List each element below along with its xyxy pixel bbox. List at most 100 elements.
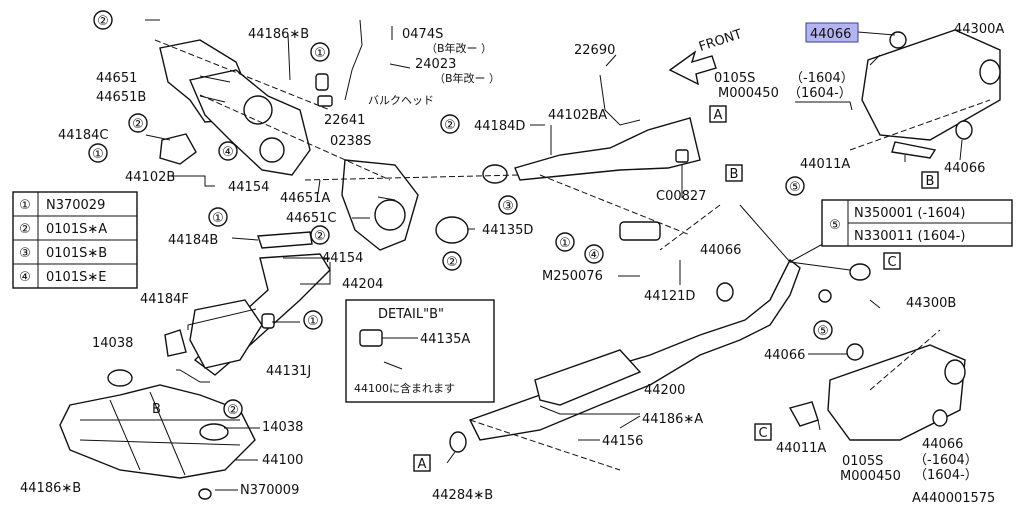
turbo-flange — [374, 199, 406, 231]
legend-value: N330011 (1604-) — [854, 229, 965, 244]
callout-44135D[interactable]: 44135D — [482, 223, 533, 238]
muffler-a-tip — [979, 59, 1001, 85]
ref-circles: ② ① ② ① ④ ② ① ② ③ ② ① ④ ① ② ⑤ ⑤ ③ — [88, 10, 833, 419]
clamp-44135D — [435, 216, 469, 244]
detail-part-label[interactable]: 44135A — [420, 332, 470, 347]
callout-44066[interactable]: 44066 — [764, 348, 805, 363]
callout-44011A[interactable]: 44011A — [776, 441, 826, 456]
callout-44131J[interactable]: 44131J — [266, 364, 311, 379]
callout-44011A[interactable]: 44011A — [800, 157, 850, 172]
muffler-44300B — [827, 344, 966, 441]
callout-44066[interactable]: 44066 — [944, 161, 985, 176]
ref-circle-5: ⑤ — [785, 176, 805, 196]
callout-44186B[interactable]: 44186∗B — [248, 27, 309, 42]
callout-44300A[interactable]: 44300A — [954, 22, 1004, 37]
callout-note-1604: （1604-） — [788, 86, 852, 101]
svg-text:A: A — [714, 108, 723, 123]
ref-box-A: A — [709, 105, 727, 123]
callout-44066[interactable]: 44066 — [922, 437, 963, 452]
callout-44154[interactable]: 44154 — [322, 251, 363, 266]
callout-44184B[interactable]: 44184B — [168, 233, 218, 248]
callout-44200[interactable]: 44200 — [644, 383, 685, 398]
callout-44184F[interactable]: 44184F — [140, 292, 189, 307]
nut-part — [261, 313, 275, 329]
ref-box-B: B — [921, 171, 939, 189]
legend-table-right: ⑤ N350001 (-1604) N330011 (1604-) — [821, 199, 1013, 247]
svg-text:②: ② — [132, 117, 144, 132]
svg-text:A: A — [418, 457, 427, 472]
callout-44156[interactable]: 44156 — [602, 434, 643, 449]
callout-44284B[interactable]: 44284∗B — [432, 488, 493, 503]
ref-circle-2: ② — [440, 114, 460, 134]
callout-14038[interactable]: 14038 — [92, 336, 133, 351]
callout-note-1604: （-1604） — [790, 71, 854, 86]
gasket-44011A-a — [891, 141, 937, 159]
callout-0474S[interactable]: 0474S — [402, 27, 443, 42]
callout-M000450[interactable]: M000450 — [840, 469, 901, 484]
ref-circle-1: ① — [303, 310, 323, 330]
callout-44204[interactable]: 44204 — [342, 277, 383, 292]
callout-M000450[interactable]: M000450 — [718, 86, 779, 101]
front-label: FRONT — [697, 27, 744, 55]
svg-text:B: B — [926, 174, 935, 189]
svg-text:①: ① — [307, 314, 319, 329]
sensor-22641-wire — [344, 19, 363, 101]
svg-text:44066: 44066 — [810, 27, 851, 42]
legend-table-left: ① N370029 ② 0101S∗A ③ 0101S∗B ④ 0101S∗E — [12, 191, 138, 289]
ref-box-C: C — [883, 252, 901, 270]
ref-letter-boxes: A B B C C A B — [152, 105, 939, 472]
detail-note: 44100に含まれます — [354, 381, 455, 395]
callout-44186B[interactable]: 44186∗B — [20, 481, 81, 496]
legend-value: 0101S∗A — [46, 222, 107, 237]
gasket-14038-b — [199, 423, 229, 441]
heat-shield-44131J — [189, 299, 263, 369]
gasket-14038-a — [107, 369, 133, 387]
callout-44121D[interactable]: 44121D — [644, 289, 695, 304]
callout-44651B[interactable]: 44651B — [96, 90, 146, 105]
gasket-44284B — [449, 431, 467, 453]
callout-44651[interactable]: 44651 — [96, 71, 137, 86]
highlighted-part-44066[interactable]: 44066 — [805, 22, 859, 43]
manifold-flange-2 — [259, 137, 285, 163]
ref-circle-5: ⑤ — [813, 320, 833, 340]
legend-value: N370029 — [46, 198, 105, 213]
callout-14038[interactable]: 14038 — [262, 420, 303, 435]
callout-note: （B年改ー ） — [426, 41, 492, 55]
callout-44102B[interactable]: 44102B — [125, 170, 175, 185]
callout-44184C[interactable]: 44184C — [58, 128, 108, 143]
legend-value: 0101S∗B — [46, 246, 107, 261]
callout-44184D[interactable]: 44184D — [474, 119, 525, 134]
detail-b-box: DETAIL"B" 44135A 44100に含まれます — [345, 299, 495, 403]
ref-circle-2: ② — [310, 225, 330, 245]
gasket-44184D — [482, 164, 508, 184]
callout-44651A[interactable]: 44651A — [280, 191, 330, 206]
callout-N370009[interactable]: N370009 — [240, 483, 299, 498]
callout-44100[interactable]: 44100 — [262, 453, 303, 468]
callout-C00827[interactable]: C00827 — [656, 189, 706, 204]
callout-44186A[interactable]: 44186∗A — [642, 412, 703, 427]
legend-value: N350001 (-1604) — [854, 206, 965, 221]
svg-text:②: ② — [314, 229, 326, 244]
muffler-b-tip — [944, 359, 966, 385]
svg-text:C: C — [758, 426, 767, 441]
svg-text:②: ② — [444, 118, 456, 133]
callout-44066[interactable]: 44066 — [700, 243, 741, 258]
callout-24023[interactable]: 24023 — [415, 57, 456, 72]
callout-M250076[interactable]: M250076 — [542, 269, 603, 284]
legend-value: 0101S∗E — [46, 270, 106, 285]
callout-44651C[interactable]: 44651C — [286, 211, 336, 226]
callout-0238S[interactable]: 0238S — [330, 134, 371, 149]
callout-0105S[interactable]: 0105S — [842, 454, 883, 469]
svg-text:⑤: ⑤ — [789, 180, 801, 195]
callout-44154[interactable]: 44154 — [228, 180, 269, 195]
callout-22690[interactable]: 22690 — [574, 43, 615, 58]
catalyst-44102BA — [514, 117, 701, 181]
callout-22641[interactable]: 22641 — [324, 113, 365, 128]
callout-44300B[interactable]: 44300B — [906, 296, 956, 311]
ref-circle-1: ① — [208, 207, 228, 227]
callout-0105S[interactable]: 0105S — [714, 71, 755, 86]
svg-text:②: ② — [227, 403, 239, 418]
callout-44102BA[interactable]: 44102BA — [548, 108, 607, 123]
nut-C00827 — [675, 149, 689, 163]
